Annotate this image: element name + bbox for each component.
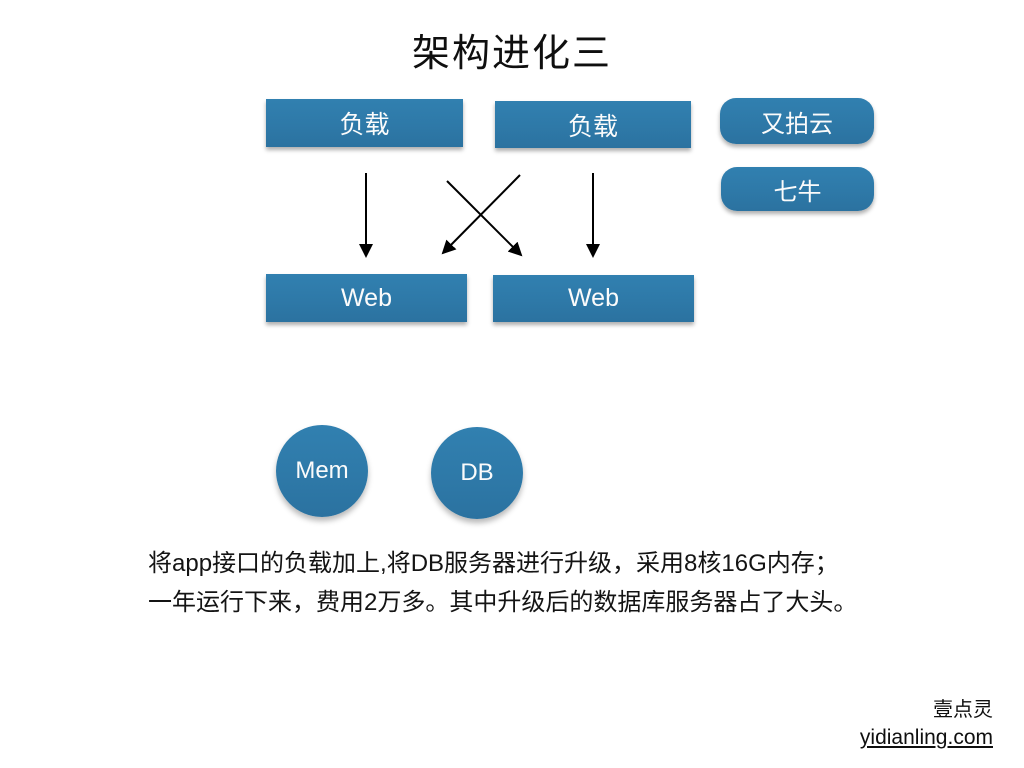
node-database: DB	[431, 427, 523, 519]
slide-title: 架构进化三	[411, 33, 612, 75]
website-link[interactable]: yidianling.com	[859, 726, 993, 749]
description-line-2: 一年运行下来，费用2万多。其中升级后的数据库服务器占了大头。	[148, 589, 858, 616]
node-web-server-1: Web	[266, 274, 467, 322]
description-line-1: 将app接口的负载加上,将DB服务器进行升级，采用8核16G内存；	[148, 550, 839, 577]
node-load-balancer-2-label: 负载	[567, 112, 618, 141]
slide-footer: 壹点灵 yidianling.com	[693, 697, 993, 751]
node-load-balancer-2: 负载	[495, 101, 691, 148]
node-database-label: DB	[460, 459, 494, 486]
node-web-server-2: Web	[493, 275, 694, 322]
node-memcache-label: Mem	[295, 457, 349, 484]
node-web-server-1-label: Web	[341, 283, 392, 312]
node-load-balancer-1: 负载	[266, 99, 463, 147]
node-upyun-cloud: 又拍云	[720, 98, 874, 144]
node-qiniu-cloud-label: 七牛	[773, 178, 822, 206]
arrow-load2-to-web1	[441, 174, 521, 255]
node-memcache: Mem	[276, 425, 368, 517]
node-web-server-2-label: Web	[568, 284, 619, 312]
brand-name: 壹点灵	[933, 699, 993, 721]
node-qiniu-cloud: 七牛	[721, 167, 874, 211]
arrow-load1-to-web2	[446, 180, 523, 257]
slide-description: 将app接口的负载加上,将DB服务器进行升级，采用8核16G内存； 一年运行下来…	[148, 544, 928, 622]
node-load-balancer-1-label: 负载	[339, 111, 390, 139]
node-upyun-cloud-label: 又拍云	[761, 110, 833, 138]
